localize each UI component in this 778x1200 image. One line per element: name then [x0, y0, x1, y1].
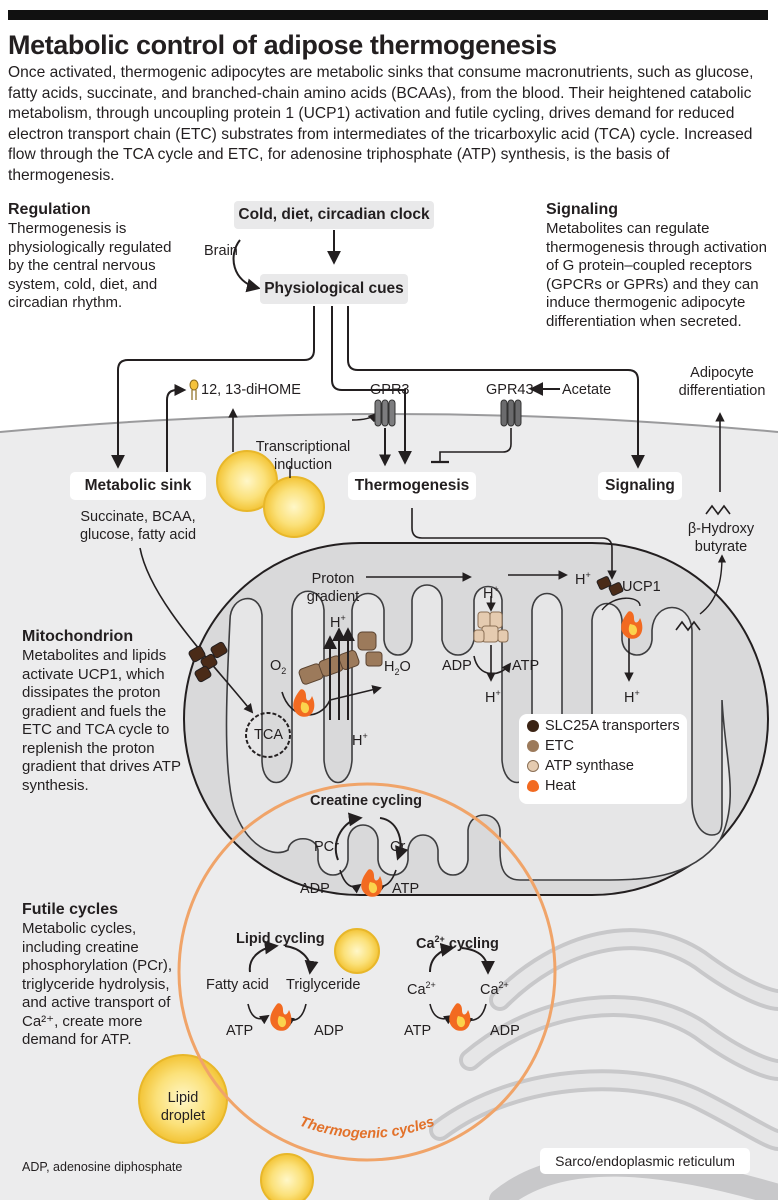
- mitochondrion-text: Metabolites and lipids activate UCP1, wh…: [22, 647, 181, 794]
- atp-label: ATP: [392, 881, 420, 897]
- triglyceride-label: Triglyceride: [286, 977, 361, 993]
- mitochondrion-heading: Mitochondrion: [22, 628, 134, 645]
- gpr43-label: GPR43: [486, 382, 534, 398]
- atp-label: ATP: [226, 1023, 254, 1039]
- signaling-box: Signaling: [598, 472, 682, 500]
- tca-cycle: [245, 712, 291, 758]
- heat-icon: [621, 611, 643, 639]
- adipocyte-differentiation-label: Adipocyte differentiation: [678, 365, 766, 399]
- lipid-cycling-title: Lipid cycling: [236, 931, 325, 947]
- futile-cycles-heading: Futile cycles: [22, 901, 119, 918]
- acetate-label: Acetate: [562, 382, 612, 398]
- signaling-text: Metabolites can regulate thermogenesis t…: [546, 220, 767, 330]
- atp-label: ATP: [404, 1023, 432, 1039]
- dihome-label: 12, 13-diHOME: [201, 382, 301, 398]
- molecule-icon: [705, 504, 731, 516]
- physiological-cues-box: Physiological cues: [260, 274, 408, 304]
- figure-title: Metabolic control of adipose thermogenes…: [8, 30, 557, 60]
- h-plus-label: H+: [575, 570, 591, 588]
- legend-swatch: [527, 760, 539, 772]
- regulation-text: Thermogenesis is physiologically regulat…: [8, 220, 172, 311]
- lipid-droplet: [263, 476, 325, 538]
- slc25a-transporter: [596, 576, 624, 596]
- ucp1-label: UCP1: [622, 579, 661, 595]
- fatty-acid-label: Fatty acid: [206, 977, 269, 993]
- ca-label: Ca2+: [480, 980, 509, 998]
- h-plus-label: H+: [485, 688, 501, 706]
- intro-paragraph: Once activated, thermogenic adipocytes a…: [8, 64, 754, 184]
- heat-icon: [449, 1003, 471, 1031]
- adp-label: ADP: [442, 658, 472, 674]
- tca-label: TCA: [254, 727, 283, 743]
- pcr-label: PCr: [314, 839, 339, 855]
- adp-label: ADP: [490, 1023, 520, 1039]
- legend-swatch: [527, 740, 539, 752]
- legend: SLC25A transporters ETC ATP synthase Hea…: [519, 714, 687, 804]
- thermogenic-cycles-ring: [177, 782, 557, 1162]
- endoplasmic-reticulum: [429, 928, 778, 1200]
- legend-swatch: [527, 720, 539, 732]
- slc25a-transporter: [188, 641, 228, 683]
- molecule-icon: [675, 620, 701, 632]
- mitochondrion-section: Mitochondrion Metabolites and lipids act…: [22, 627, 182, 795]
- brain-label: Brain: [204, 243, 238, 259]
- transcriptional-induction-label: Transcriptional induction: [255, 439, 351, 473]
- heat-icon: [293, 689, 315, 717]
- lipid-droplet: [216, 450, 278, 512]
- futile-cycles-section: Futile cycles Metabolic cycles, includin…: [22, 900, 174, 1050]
- beta-hydroxybutyrate-label: β-Hydroxy butyrate: [687, 521, 755, 555]
- thermogenesis-box: Thermogenesis: [348, 472, 476, 500]
- adp-label: ADP: [314, 1023, 344, 1039]
- regulation-section: Regulation Thermogenesis is physiologica…: [8, 200, 183, 313]
- h2o-label: H2O: [384, 659, 411, 677]
- metabolic-sink-box: Metabolic sink: [70, 472, 206, 500]
- proton-gradient-label: Proton gradient: [306, 571, 360, 605]
- ca-label: Ca2+: [407, 980, 436, 998]
- top-rule: [8, 10, 768, 20]
- h-plus-label: H+: [483, 584, 499, 602]
- atp-synthase: [473, 611, 509, 643]
- cr-label: Cr: [390, 839, 406, 855]
- heat-icon: [361, 869, 383, 897]
- heat-icon: [527, 780, 539, 792]
- signaling-section: Signaling Metabolites can regulate therm…: [546, 200, 771, 331]
- er-label: Sarco/endoplasmic reticulum: [540, 1148, 750, 1174]
- lipid-signal-icon: [189, 379, 199, 400]
- signaling-heading: Signaling: [546, 201, 618, 218]
- footnote: ADP, adenosine diphosphate: [22, 1160, 183, 1174]
- cold-diet-clock-box: Cold, diet, circadian clock: [234, 201, 434, 229]
- lipid-droplet: [334, 928, 380, 974]
- futile-cycles-text: Metabolic cycles, including creatine pho…: [22, 920, 173, 1048]
- gpr3-label: GPR3: [370, 382, 410, 398]
- ca-cycling-title: Ca2+ cycling: [416, 934, 499, 952]
- heat-icon: [270, 1003, 292, 1031]
- gpr3-receptor: [374, 399, 396, 427]
- lipid-droplet-label: Lipid droplet: [160, 1090, 206, 1124]
- gpr43-receptor: [500, 399, 522, 427]
- metabolic-sink-substrates: Succinate, BCAA, glucose, fatty acid: [79, 509, 197, 543]
- creatine-cycling-title: Creatine cycling: [310, 793, 423, 809]
- h-plus-label: H+: [330, 613, 346, 631]
- regulation-heading: Regulation: [8, 201, 91, 218]
- h-plus-label: H+: [352, 731, 368, 749]
- adp-label: ADP: [300, 881, 330, 897]
- h-plus-label: H+: [624, 688, 640, 706]
- o2-label: O2: [270, 658, 287, 676]
- atp-label: ATP: [512, 658, 540, 674]
- lipid-droplet: [260, 1153, 314, 1200]
